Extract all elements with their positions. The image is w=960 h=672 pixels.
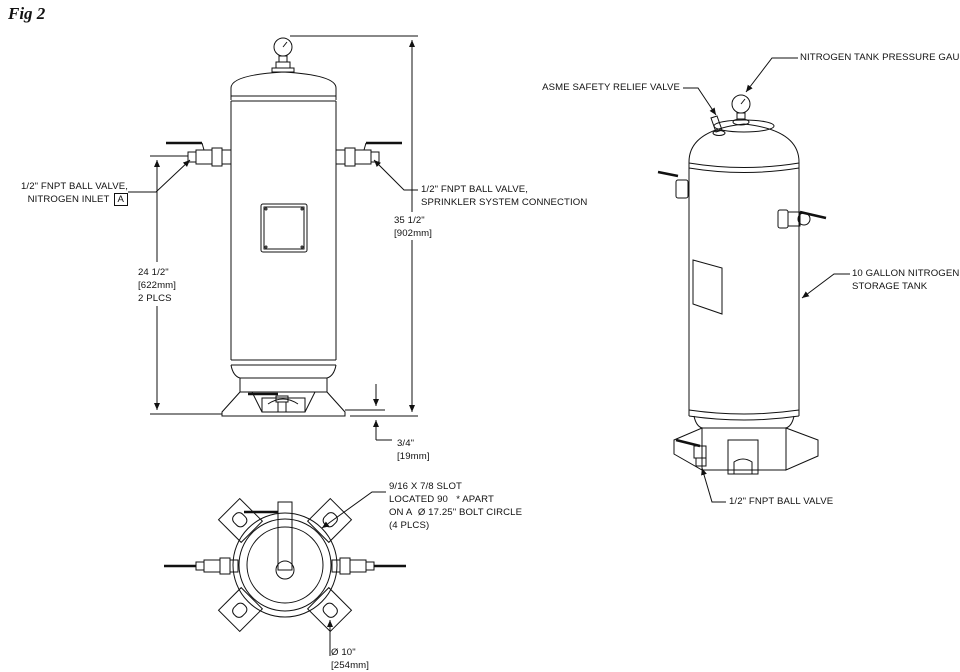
valve-height-value: 24 1/2" bbox=[138, 267, 169, 278]
slot-note-line4: (4 PLCS) bbox=[389, 520, 430, 531]
slot-note-line3-prefix: ON A bbox=[389, 507, 413, 518]
figure-title: Fig 2 bbox=[8, 4, 46, 23]
inlet-tag-box: A bbox=[113, 193, 128, 206]
diameter-metric: [254mm] bbox=[331, 660, 370, 671]
sprinkler-valve-label: 1/2" FNPT BALL VALVE, SPRINKLER SYSTEM C… bbox=[421, 183, 587, 209]
storage-tank-label: 10 GALLON NITROGEN STORAGE TANK bbox=[852, 267, 959, 293]
storage-tank-line2: STORAGE TANK bbox=[852, 281, 928, 292]
base-offset-value: 3/4" bbox=[397, 438, 415, 449]
sprinkler-valve-line2: SPRINKLER SYSTEM CONNECTION bbox=[421, 197, 588, 208]
diameter-dimension: Ø 10" [254mm] bbox=[331, 646, 369, 672]
pressure-gauge-label: NITROGEN TANK PRESSURE GAUGE bbox=[800, 51, 960, 64]
slot-note-line3: Ø 17.25" BOLT CIRCLE bbox=[417, 507, 523, 518]
slot-note-line1: 9/16 X 7/8 SLOT bbox=[389, 481, 462, 492]
overall-height-dimension: 35 1/2" [902mm] bbox=[394, 214, 432, 240]
pressure-gauge-text: NITROGEN TANK PRESSURE GAUGE bbox=[800, 52, 960, 63]
base-offset-metric: [19mm] bbox=[397, 451, 430, 462]
storage-tank-line1: 10 GALLON NITROGEN bbox=[852, 268, 960, 279]
overall-height-metric: [902mm] bbox=[394, 228, 433, 239]
valve-height-dimension: 24 1/2" [622mm] 2 PLCS bbox=[138, 266, 176, 305]
front-view-dimensions bbox=[128, 35, 418, 441]
diameter-value: Ø 10" bbox=[331, 647, 356, 658]
front-view-tank bbox=[166, 37, 402, 417]
drain-valve-label: 1/2" FNPT BALL VALVE bbox=[729, 495, 833, 508]
overall-height-value: 35 1/2" bbox=[394, 215, 425, 226]
valve-height-note: 2 PLCS bbox=[138, 293, 172, 304]
slot-note: 9/16 X 7/8 SLOT LOCATED 90 * APART ON A … bbox=[389, 480, 522, 532]
slot-note-line2-suffix: * APART bbox=[456, 494, 494, 505]
slot-note-line2: LOCATED 90 bbox=[389, 494, 448, 505]
relief-valve-text: ASME SAFETY RELIEF VALVE bbox=[542, 82, 680, 93]
inlet-valve-line2: NITROGEN INLET bbox=[27, 194, 110, 205]
iso-view-tank bbox=[657, 57, 850, 503]
valve-height-metric: [622mm] bbox=[138, 280, 177, 291]
inlet-valve-line1: 1/2" FNPT BALL VALVE, bbox=[21, 181, 128, 192]
top-view-tank bbox=[164, 491, 406, 656]
base-offset-dimension: 3/4" [19mm] bbox=[397, 437, 430, 463]
sprinkler-valve-line1: 1/2" FNPT BALL VALVE, bbox=[421, 184, 528, 195]
drain-valve-text: 1/2" FNPT BALL VALVE bbox=[729, 496, 834, 507]
relief-valve-label: ASME SAFETY RELIEF VALVE bbox=[520, 81, 680, 94]
